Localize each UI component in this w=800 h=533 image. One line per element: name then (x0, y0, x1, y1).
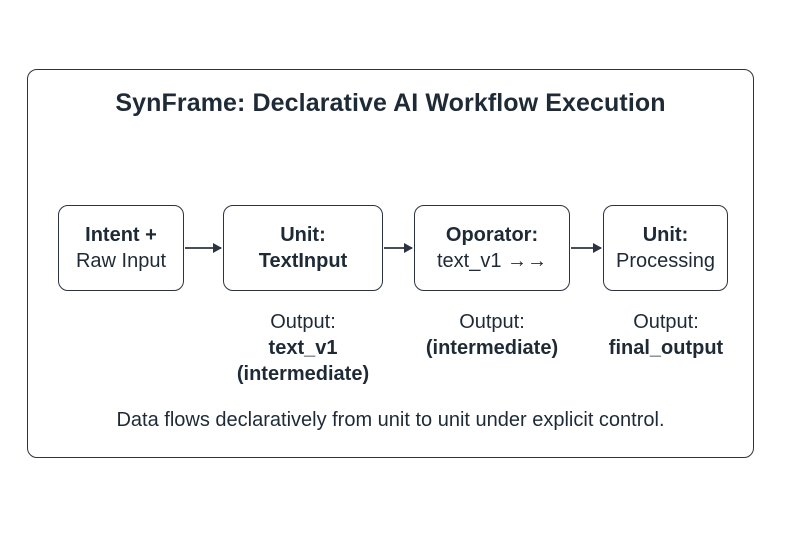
output-note-operator: Output: (intermediate) (402, 309, 582, 361)
output-label: Output: (459, 311, 525, 333)
node-unit-textinput: Unit: TextInput (223, 205, 383, 291)
node-label-primary: Intent + (85, 224, 157, 246)
node-label-secondary: Processing (616, 250, 715, 272)
node-operator: Oporator: text_v1 →→ (414, 205, 570, 291)
output-note-processing: Output: final_output (580, 309, 752, 361)
output-label: Output: (633, 311, 699, 333)
node-intent-raw-input: Intent + Raw Input (58, 205, 184, 291)
output-value: final_output (608, 337, 724, 359)
output-value: text_v1 (268, 337, 338, 359)
output-label: Output: (270, 311, 336, 333)
node-unit-processing: Unit: Processing (603, 205, 728, 291)
output-note-textinput: Output: text_v1 (intermediate) (213, 309, 393, 387)
node-label-secondary: TextInput (258, 250, 348, 272)
node-label-primary: Unit: (642, 224, 689, 246)
node-label-secondary: Raw Input (75, 250, 167, 272)
output-value-detail: (intermediate) (236, 363, 370, 385)
node-label-secondary: text_v1 →→ (436, 250, 548, 272)
node-label-primary: Oporator: (445, 224, 539, 246)
diagram-title: SynFrame: Declarative AI Workflow Execut… (115, 89, 666, 117)
diagram-frame (27, 69, 754, 458)
node-label-primary: Unit: (280, 224, 326, 246)
output-value: (intermediate) (425, 337, 559, 359)
diagram-caption: Data flows declaratively from unit to un… (116, 409, 665, 431)
